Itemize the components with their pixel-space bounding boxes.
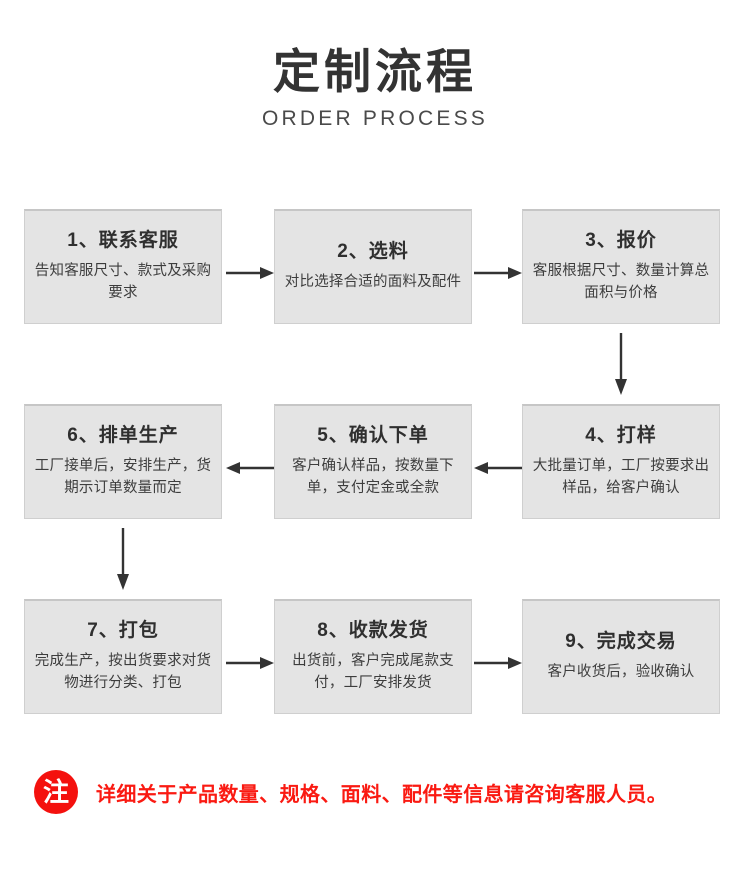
flow-step-title: 4、打样 xyxy=(585,424,657,446)
flow-step-desc: 客户确认样品，按数量下单，支付定金或全款 xyxy=(292,458,454,497)
flow-step-title: 9、完成交易 xyxy=(565,630,677,652)
page-subtitle: ORDER PROCESS xyxy=(262,106,488,130)
flow-step-desc: 出货前，客户完成尾款支付，工厂安排发货 xyxy=(292,653,454,692)
flow-step-desc: 告知客服尺寸、款式及采购要求 xyxy=(34,263,212,302)
flow-step-8: 8、收款发货 出货前，客户完成尾款支付，工厂安排发货 xyxy=(274,599,472,714)
arrow-left-icon xyxy=(474,461,522,475)
flow-step-desc: 大批量订单，工厂按要求出样品，给客户确认 xyxy=(532,458,710,497)
flow-step-title: 5、确认下单 xyxy=(317,424,429,446)
flow-row-2: 6、排单生产 工厂接单后，安排生产，货期示订单数量而定 5、确认下单 客户确认样… xyxy=(0,404,750,590)
note-text: 详细关于产品数量、规格、面料、配件等信息请咨询客服人员。 xyxy=(96,783,668,806)
flow-step-desc: 客户收货后，验收确认 xyxy=(547,664,695,681)
row-spacer xyxy=(0,324,750,404)
flow-step-6: 6、排单生产 工厂接单后，安排生产，货期示订单数量而定 xyxy=(24,404,222,519)
page-title: 定制流程 xyxy=(273,45,477,98)
arrow-down-icon xyxy=(614,333,628,395)
flow-step-1: 1、联系客服 告知客服尺寸、款式及采购要求 xyxy=(24,209,222,324)
flow-step-3: 3、报价 客服根据尺寸、数量计算总面积与价格 xyxy=(522,209,720,324)
flow-step-title: 8、收款发货 xyxy=(317,619,429,641)
order-process-flow: 1、联系客服 告知客服尺寸、款式及采购要求 2、选料 对比选择合适的面料及配件 … xyxy=(0,209,750,714)
flow-step-9: 9、完成交易 客户收货后，验收确认 xyxy=(522,599,720,714)
flow-step-desc: 完成生产，按出货要求对货物进行分类、打包 xyxy=(34,653,212,692)
flow-step-title: 3、报价 xyxy=(585,229,657,251)
flow-step-desc: 对比选择合适的面料及配件 xyxy=(284,274,462,291)
flow-step-desc: 工厂接单后，安排生产，货期示订单数量而定 xyxy=(34,458,212,497)
flow-step-title: 2、选料 xyxy=(337,240,409,262)
flow-step-4: 4、打样 大批量订单，工厂按要求出样品，给客户确认 xyxy=(522,404,720,519)
flow-step-7: 7、打包 完成生产，按出货要求对货物进行分类、打包 xyxy=(24,599,222,714)
arrow-right-icon xyxy=(474,266,522,280)
arrow-right-icon xyxy=(226,266,274,280)
arrow-down-icon xyxy=(116,528,130,590)
flow-step-5: 5、确认下单 客户确认样品，按数量下单，支付定金或全款 xyxy=(274,404,472,519)
flow-step-desc: 客服根据尺寸、数量计算总面积与价格 xyxy=(532,263,710,302)
arrow-left-icon xyxy=(226,461,274,475)
row-spacer xyxy=(0,519,750,599)
note-badge: 注 xyxy=(34,770,78,814)
flow-row-3: 7、打包 完成生产，按出货要求对货物进行分类、打包 8、收款发货 出货前，客户完… xyxy=(0,599,750,714)
flow-step-title: 7、打包 xyxy=(87,619,159,641)
page-header: 定制流程 ORDER PROCESS xyxy=(0,45,750,131)
flow-step-title: 6、排单生产 xyxy=(67,424,179,446)
arrow-right-icon xyxy=(226,656,274,670)
flow-step-title: 1、联系客服 xyxy=(67,229,179,251)
flow-step-2: 2、选料 对比选择合适的面料及配件 xyxy=(274,209,472,324)
arrow-right-icon xyxy=(474,656,522,670)
note-banner: 注 详细关于产品数量、规格、面料、配件等信息请咨询客服人员。 xyxy=(34,770,667,814)
flow-row-1: 1、联系客服 告知客服尺寸、款式及采购要求 2、选料 对比选择合适的面料及配件 … xyxy=(0,209,750,395)
